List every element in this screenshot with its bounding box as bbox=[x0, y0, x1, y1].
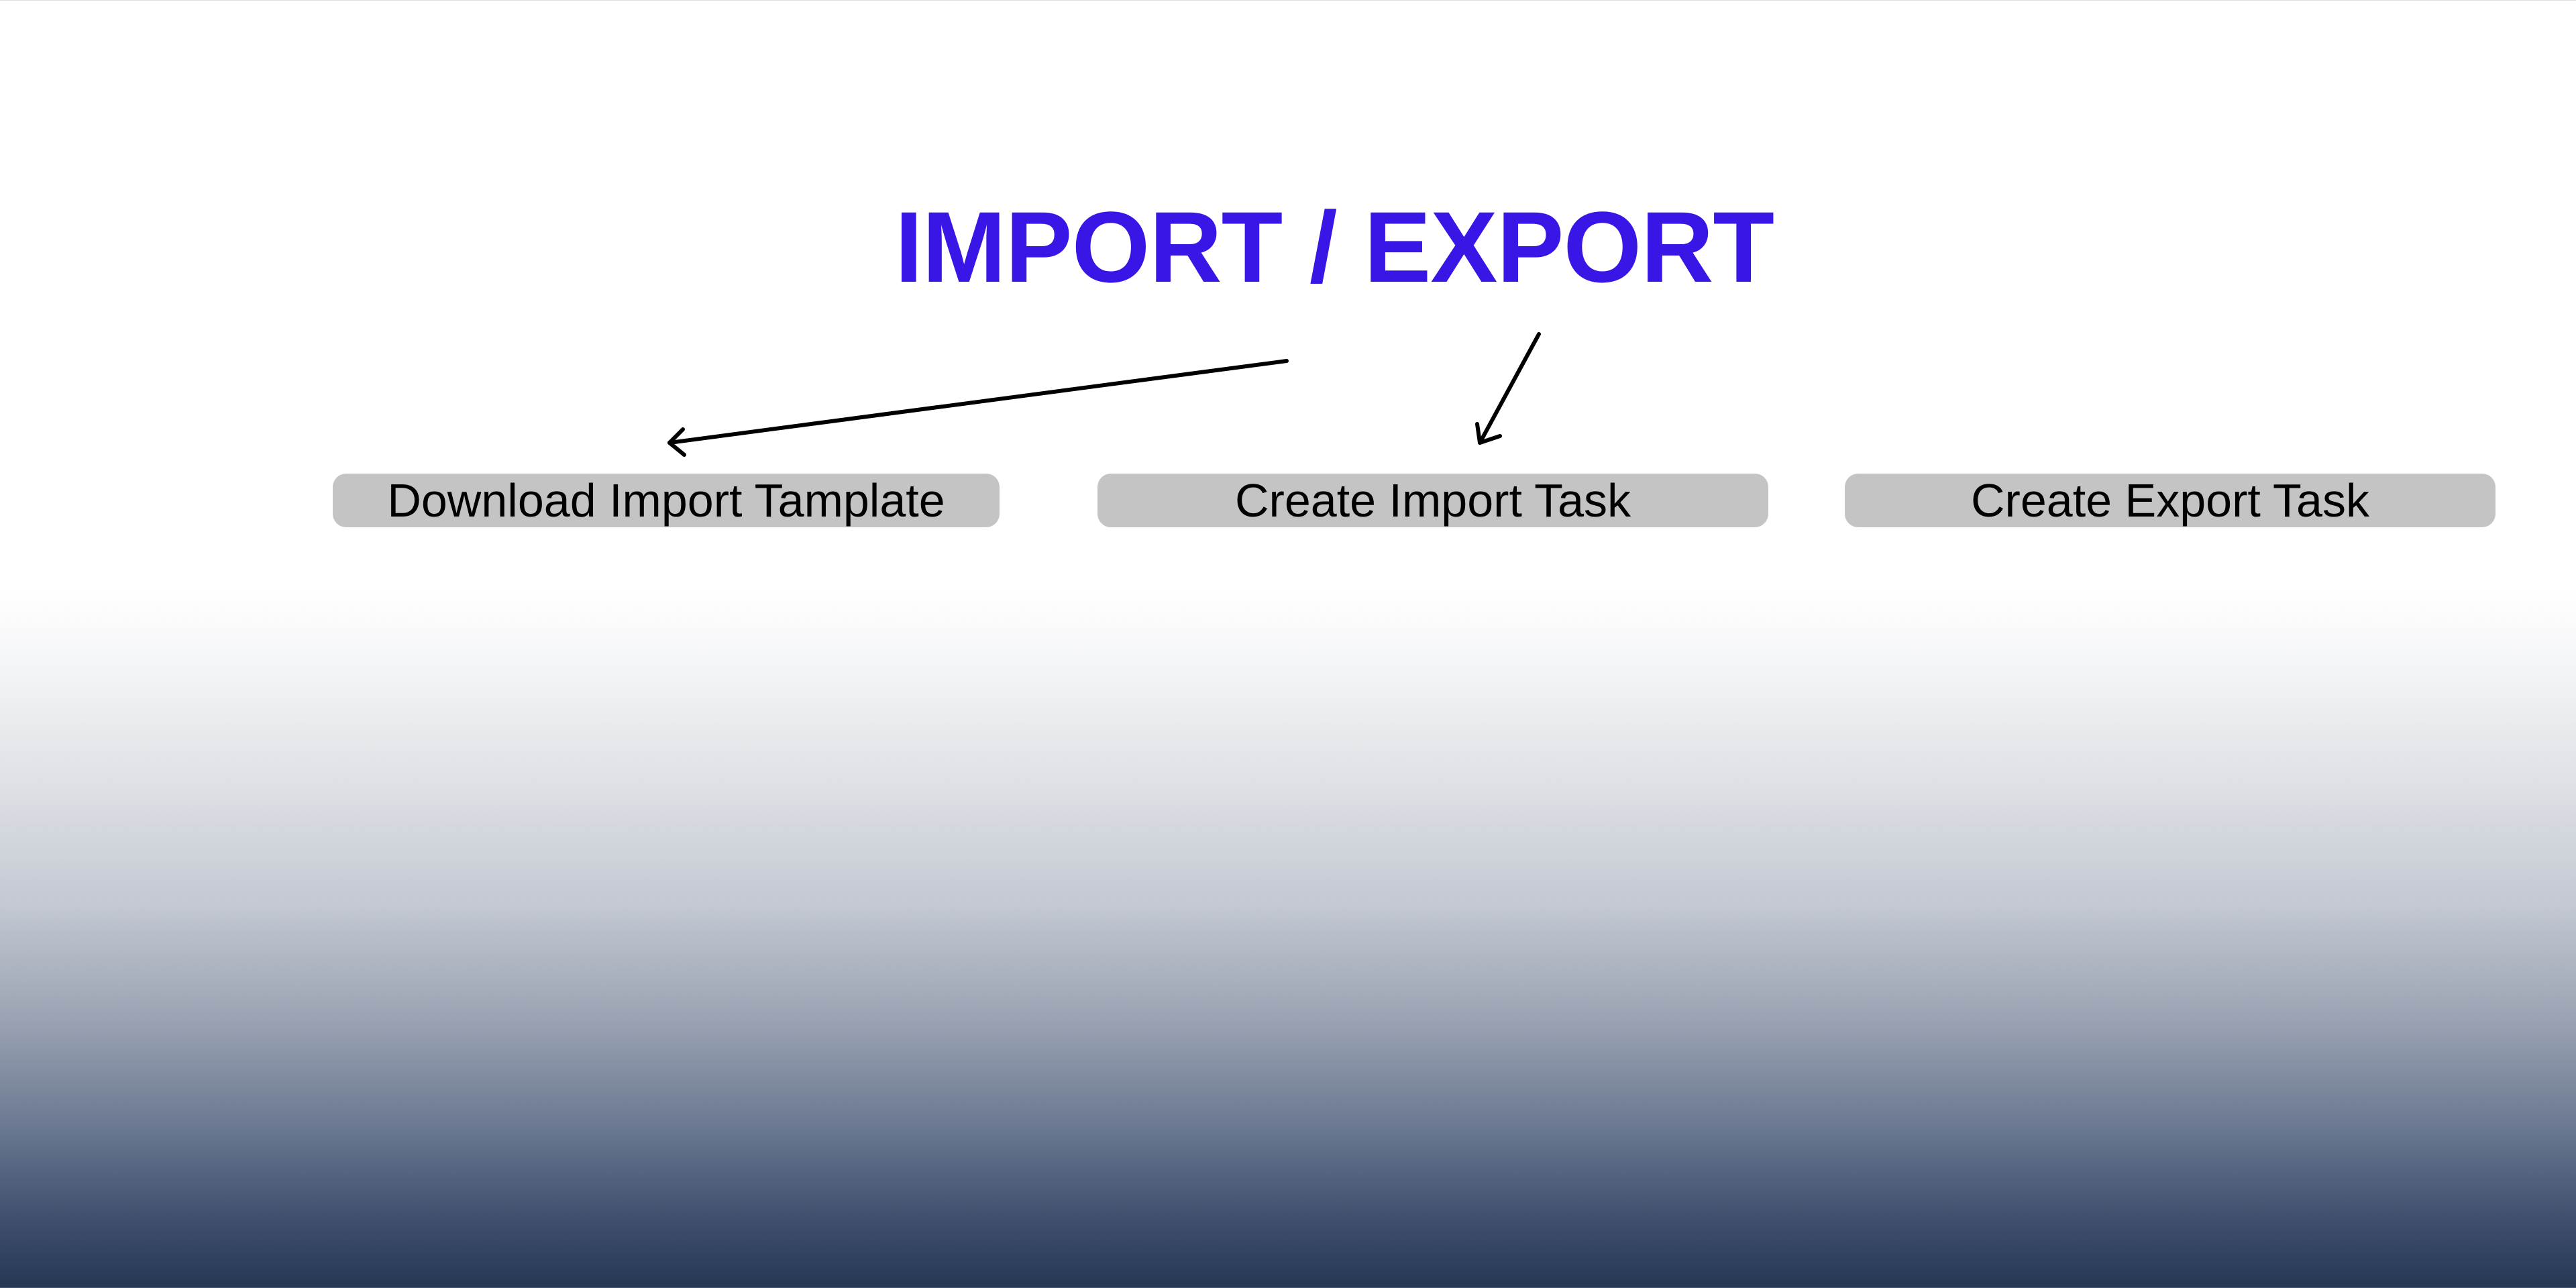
arrow-to-import-icon bbox=[1475, 332, 1541, 445]
create-import-task-button[interactable]: Create Import Task bbox=[1097, 474, 1768, 527]
create-export-task-button[interactable]: Create Export Task bbox=[1845, 474, 2496, 527]
download-import-template-button[interactable]: Download Import Tamplate bbox=[333, 474, 1000, 527]
page-title: IMPORT / EXPORT bbox=[894, 191, 1774, 303]
arrow-to-download-icon bbox=[667, 359, 1289, 457]
